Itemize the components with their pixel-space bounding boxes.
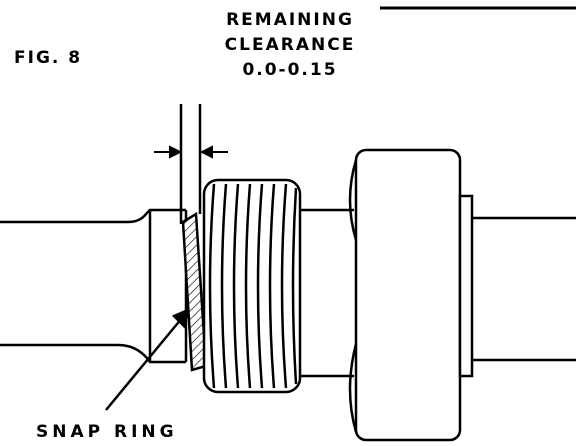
threaded-nut [202,178,302,394]
clearance-value: 0.0-0.15 [242,60,338,80]
clearance-callout: REMAINING CLEARANCE 0.0-0.15 [200,12,380,87]
figure-label: FIG. 8 [14,48,83,68]
clearance-dimension-arrows [154,145,228,159]
clearance-title-line-1: REMAINING [226,10,354,30]
middle-shaft [300,208,354,378]
left-shaft [0,208,188,364]
snap-ring-leader-arrow [105,307,190,411]
clearance-title-line-2: CLEARANCE [224,35,356,55]
bearing-collar [348,148,474,442]
snap-ring-label: SNAP RING [36,422,178,442]
clearance-gauge-plate [179,104,202,224]
right-shaft [472,216,576,362]
